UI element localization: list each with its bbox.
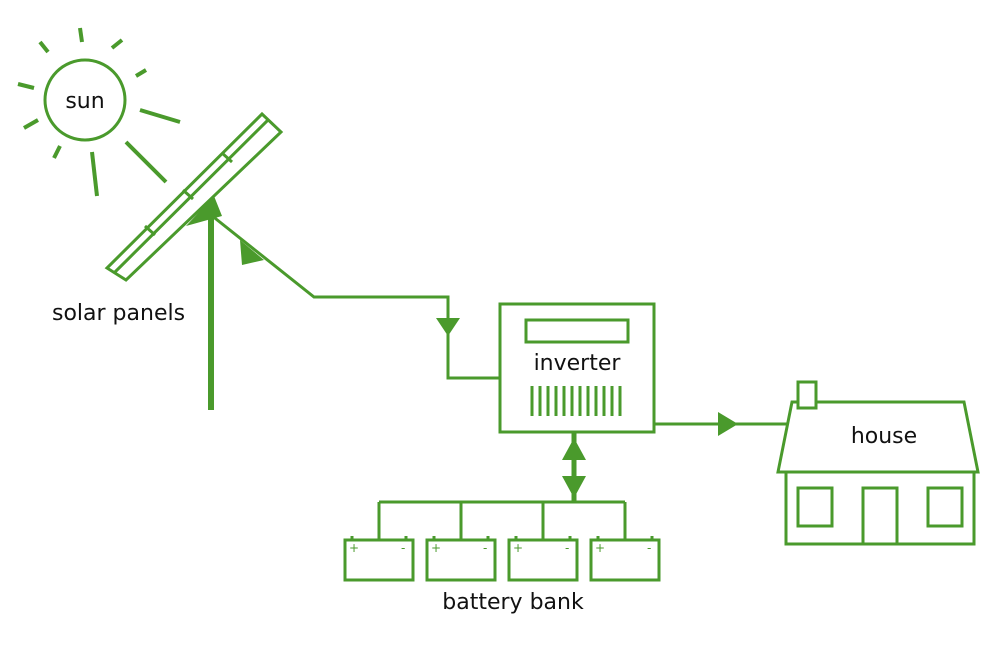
solar-panels-label: solar panels <box>52 301 185 326</box>
battery-negative-mark: - <box>647 541 651 555</box>
wire-panels-to-inverter <box>210 213 500 380</box>
house <box>776 380 980 546</box>
battery-bank <box>343 536 661 582</box>
inverter <box>498 302 656 434</box>
battery-negative-mark: - <box>565 541 569 555</box>
wire-inverter-to-house <box>654 412 787 436</box>
wire-inverter-battery <box>377 432 627 540</box>
solar-panel <box>104 111 284 410</box>
solar-panel-divider <box>220 151 234 164</box>
house-body <box>784 470 976 546</box>
battery <box>425 536 497 582</box>
battery-terminal-labels: + - + - + - + - <box>349 541 651 555</box>
arrow-to-house <box>718 412 738 436</box>
house-label: house <box>851 424 917 449</box>
arrow-to-inverter <box>436 318 460 336</box>
inverter-display <box>524 318 630 344</box>
solar-panel-mount <box>186 196 222 226</box>
inverter-box <box>498 302 656 434</box>
solar-panel-frame <box>104 111 284 282</box>
inverter-label: inverter <box>534 351 622 376</box>
sun <box>17 27 181 197</box>
arrow-to-inverter-up <box>562 438 586 460</box>
inverter-vents <box>530 386 622 416</box>
battery-negative-mark: - <box>483 541 487 555</box>
battery <box>589 536 661 582</box>
battery-negative-mark: - <box>401 541 405 555</box>
sun-label: sun <box>65 89 104 114</box>
battery-positive-mark: + <box>431 541 441 555</box>
arrow-panels-down <box>240 240 264 265</box>
house-window-left <box>796 486 834 528</box>
battery-bank-label: battery bank <box>442 590 584 615</box>
sun-circle <box>43 58 127 142</box>
house-door <box>861 486 899 546</box>
battery <box>343 536 415 582</box>
solar-panel-divider <box>181 188 195 201</box>
solar-panel-divider <box>143 224 157 237</box>
house-window-right <box>926 486 964 528</box>
house-chimney <box>796 380 818 410</box>
arrow-to-battery-down <box>562 476 586 498</box>
battery <box>507 536 579 582</box>
battery-positive-mark: + <box>595 541 605 555</box>
sun-rays <box>17 27 181 197</box>
battery-positive-mark: + <box>349 541 359 555</box>
battery-positive-mark: + <box>513 541 523 555</box>
